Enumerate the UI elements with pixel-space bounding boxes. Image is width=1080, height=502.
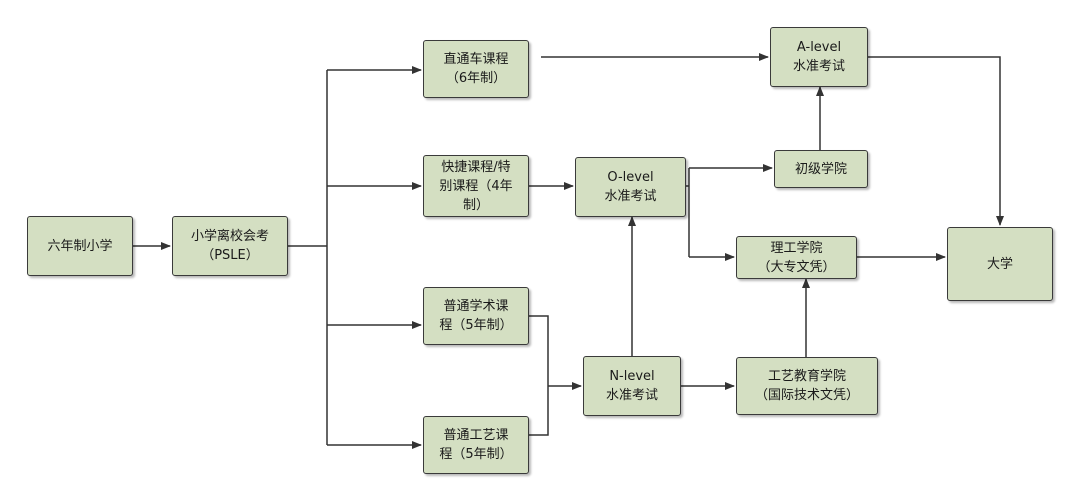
node-ite: 工艺教育学院 （国际技术文凭） [736,357,878,415]
node-polytechnic: 理工学院 （大专文凭） [736,236,857,279]
node-label-line: 工艺教育学院 [767,369,846,384]
node-label-line: （国际技术文凭） [754,388,859,403]
node-o-level-exam: O-level 水准考试 [575,157,686,217]
node-label-line: 初级学院 [794,161,847,177]
line-normal-academic-to-nlevel [529,315,549,386]
node-label-line: 普通工艺课 [443,428,509,443]
node-label-line: 快捷课程/特 [441,159,511,175]
node-label-line: 水准考试 [792,59,845,74]
node-label-line: O-level [607,170,654,185]
node-label-line: 六年制小学 [47,238,113,254]
node-label-line: 制） [462,197,489,213]
node-label-line: 大学 [986,256,1013,272]
arrow-alevel-to-university [868,56,1004,226]
node-label-line: （PSLE） [201,248,259,263]
node-label-line: A-level [796,40,842,55]
node-label-line: N-level [609,369,655,384]
node-label-line: 普通学术课 [443,299,509,314]
node-label-line: 小学离校会考 [190,229,269,244]
node-label-line: 直通车课程 [443,52,509,67]
node-label-line: 水准考试 [605,388,658,403]
node-express-program: 快捷课程/特 别课程（4年 制） [423,155,529,217]
node-six-year-primary: 六年制小学 [27,216,133,276]
node-label-line: 程（5年制） [439,447,513,462]
node-label-line: 理工学院 [770,240,823,256]
node-label-line: 别课程（4年 [439,178,513,194]
line-normal-technical-to-nlevel [529,386,549,436]
node-direct-through-program: 直通车课程 （6年制） [423,40,529,98]
node-normal-technical: 普通工艺课 程（5年制） [423,416,529,474]
node-psle: 小学离校会考 （PSLE） [172,216,288,276]
node-junior-college: 初级学院 [774,150,868,188]
node-university: 大学 [947,227,1053,301]
node-label-line: 水准考试 [604,189,657,204]
node-label-line: 程（5年制） [439,318,513,333]
node-a-level-exam: A-level 水准考试 [770,27,868,87]
node-normal-academic: 普通学术课 程（5年制） [423,287,529,345]
node-n-level-exam: N-level 水准考试 [583,356,681,416]
node-label-line: （6年制） [445,71,507,86]
node-label-line: （大专文凭） [757,259,836,275]
